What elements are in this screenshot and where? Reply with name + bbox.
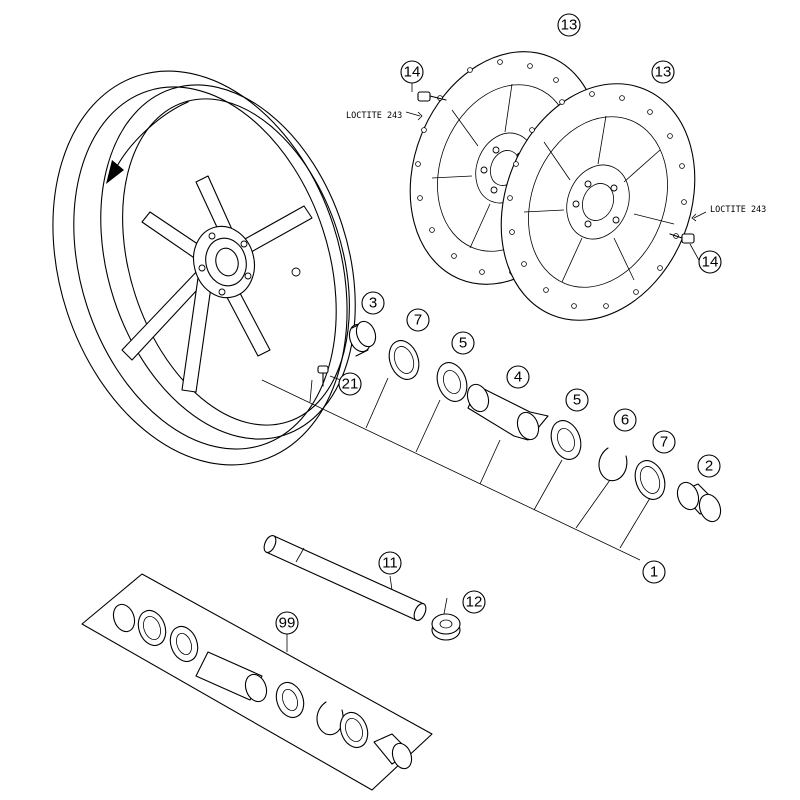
wheel-rim <box>52 70 356 466</box>
svg-text:14: 14 <box>404 64 421 81</box>
callout-part-5-right[interactable]: 5 <box>565 388 589 412</box>
loctite-note-left: LOCTITE 243 <box>346 111 402 121</box>
callout-part-2[interactable]: 2 <box>697 454 721 478</box>
wheel-hub <box>193 225 301 299</box>
distance-sleeve-part-4 <box>466 383 549 441</box>
callout-part-3[interactable]: 3 <box>361 291 385 315</box>
disc-bolt-right <box>669 233 695 244</box>
brake-disc-right <box>500 83 696 321</box>
loctite-marker-left <box>405 111 423 121</box>
svg-text:99: 99 <box>279 615 296 632</box>
bearing-part-5-right <box>550 420 582 460</box>
loctite-note-right: LOCTITE 243 <box>710 205 766 215</box>
svg-text:13: 13 <box>655 64 672 81</box>
callout-part-12[interactable]: 12 <box>462 590 486 614</box>
svg-text:3: 3 <box>369 295 377 312</box>
callout-part-1[interactable]: 1 <box>642 560 666 584</box>
callout-part-14-left[interactable]: 14 <box>400 60 424 84</box>
callout-part-7-left[interactable]: 7 <box>406 308 430 332</box>
disc-bolt-left <box>417 91 447 102</box>
shaft-seal-part-7-left <box>388 340 420 380</box>
callout-part-99[interactable]: 99 <box>275 611 299 635</box>
callout-part-13-left[interactable]: 13 <box>557 13 581 37</box>
callout-part-11[interactable]: 11 <box>378 551 402 575</box>
callout-part-4[interactable]: 4 <box>506 365 530 389</box>
bearing-part-5-left <box>436 362 468 402</box>
shaft-seal-part-7-right <box>634 460 666 500</box>
front-axle-part-11 <box>263 534 427 622</box>
svg-text:21: 21 <box>342 376 359 393</box>
screw-part-21 <box>317 365 329 387</box>
callout-part-13-right[interactable]: 13 <box>651 60 675 84</box>
callout-part-21[interactable]: 21 <box>338 372 362 396</box>
svg-text:12: 12 <box>466 594 483 611</box>
callout-part-5-left[interactable]: 5 <box>451 331 475 355</box>
bearing-kit-part-99 <box>81 573 433 791</box>
callout-part-14-right[interactable]: 14 <box>698 250 722 274</box>
svg-text:7: 7 <box>660 434 668 451</box>
svg-text:4: 4 <box>514 369 522 386</box>
rotation-arrow-icon <box>115 101 189 169</box>
rotation-arrowhead-icon <box>106 160 124 184</box>
spacer-part-2 <box>676 481 722 523</box>
axle-nut-part-12 <box>431 613 461 641</box>
svg-text:5: 5 <box>459 335 467 352</box>
svg-text:5: 5 <box>573 392 581 409</box>
assembly-leader-line <box>261 377 651 561</box>
svg-text:2: 2 <box>705 458 713 475</box>
svg-text:1: 1 <box>650 564 658 581</box>
callout-part-7-right[interactable]: 7 <box>652 430 676 454</box>
svg-text:11: 11 <box>382 555 398 572</box>
svg-text:13: 13 <box>561 17 578 34</box>
svg-text:6: 6 <box>621 412 629 429</box>
svg-text:14: 14 <box>702 254 719 271</box>
svg-text:7: 7 <box>414 312 422 329</box>
circlip-part-6 <box>598 447 628 482</box>
spacer-part-3 <box>348 320 377 357</box>
callout-part-6[interactable]: 6 <box>613 408 637 432</box>
loctite-marker-right <box>691 211 707 222</box>
